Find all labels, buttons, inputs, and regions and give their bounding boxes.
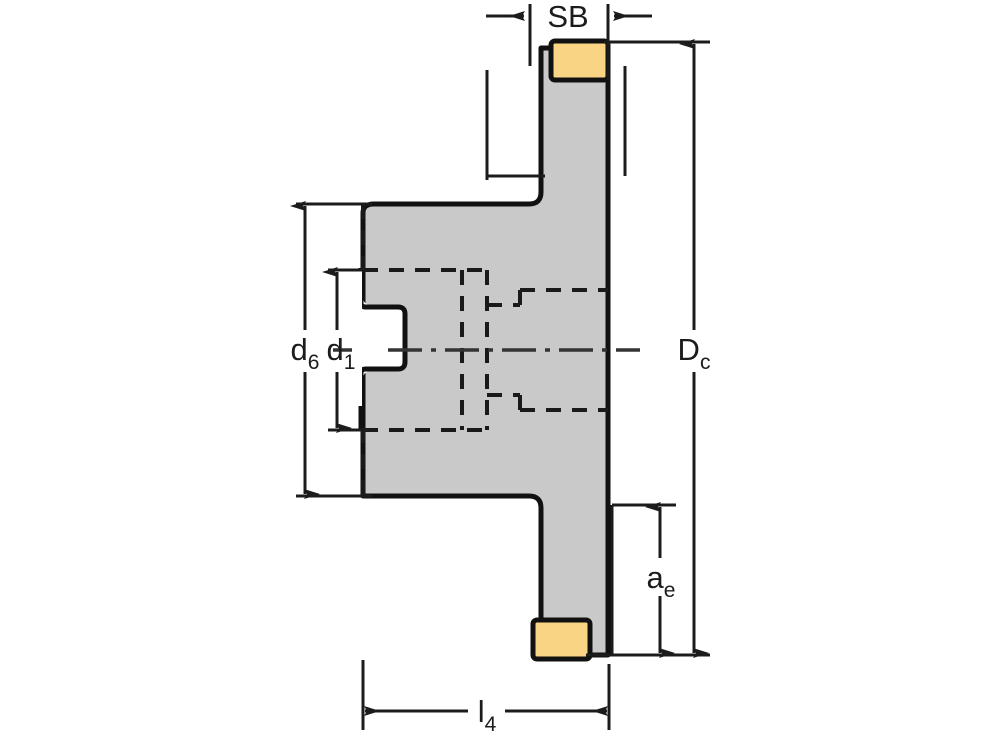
insert-top-body: [548, 38, 611, 83]
dimension-label-d6: d6: [291, 332, 320, 374]
dimension-label-ae: ae: [647, 560, 676, 602]
dimension-label-Dc: Dc: [678, 332, 711, 374]
dimension-d6: d6: [290, 201, 320, 499]
dimension-label-SB: SB: [547, 0, 588, 34]
bore-notch-profile: [358, 268, 408, 430]
dimension-label-d1: d1: [327, 332, 356, 374]
insert-bottom-body: [530, 617, 593, 662]
insert-top: [548, 38, 611, 83]
dimension-d1: d1: [322, 267, 356, 433]
insert-bottom: [530, 617, 593, 662]
dimension-Dc: Dc: [678, 39, 711, 658]
dimension-SB: SB: [486, 0, 652, 34]
dimension-l4: l4: [364, 694, 608, 736]
dimension-label-l4: l4: [478, 694, 497, 736]
bore-notch: [300, 268, 408, 430]
dimension-ae: ae: [645, 502, 676, 658]
